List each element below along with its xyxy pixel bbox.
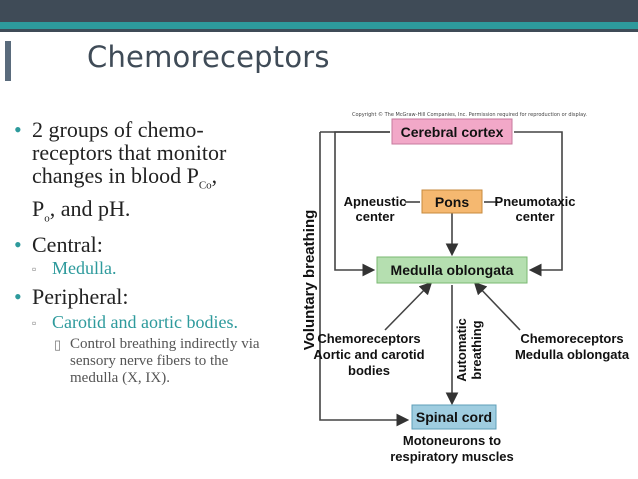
sub-bullet-marker-icon: ▫ xyxy=(32,261,37,276)
arrow-marker-icon: ▯ xyxy=(54,336,62,352)
header-accent-stripe xyxy=(0,22,638,29)
apneustic-label-line1: Apneustic xyxy=(344,194,407,209)
pneumotaxic-label-line1: Pneumotaxic xyxy=(495,194,576,209)
chemo-medulla-label-line1: Chemoreceptors xyxy=(520,331,623,346)
spinal-cord-label: Spinal cord xyxy=(416,409,492,425)
chemo-aortic-label-line3: bodies xyxy=(348,363,390,378)
motoneurons-label-line1: Motoneurons to xyxy=(403,433,501,448)
title-accent-bar xyxy=(5,41,11,81)
motoneurons-label-line2: respiratory muscles xyxy=(390,449,514,464)
bullet-central: • Central: xyxy=(14,231,103,257)
cerebral-cortex-box xyxy=(391,118,513,145)
sub-bullet-marker-icon: ▫ xyxy=(32,315,37,330)
breathing-label: breathing xyxy=(469,320,484,379)
connector-lines xyxy=(319,131,563,427)
bullet-dot-icon: • xyxy=(14,283,22,309)
chemo-medulla-label-line2: Medulla oblongata xyxy=(515,347,630,362)
cerebral-cortex-label: Cerebral cortex xyxy=(401,124,504,140)
sub-bullet-medulla: ▫ Medulla. xyxy=(32,257,117,278)
bullet-chemoreceptor-groups: • 2 groups of chemo- receptors that moni… xyxy=(14,117,227,225)
sub-sub-bullet-control: ▯ Control breathing indirectly via senso… xyxy=(54,335,260,386)
pneumotaxic-label-line2: center xyxy=(515,209,554,224)
slide-title: Chemoreceptors xyxy=(87,40,330,74)
chemo-aortic-label-line1: Chemoreceptors xyxy=(317,331,420,346)
sub-bullet-carotid: ▫ Carotid and aortic bodies. xyxy=(32,311,238,332)
bullet-peripheral: • Peripheral: xyxy=(14,283,129,309)
automatic-label: Automatic xyxy=(454,318,469,382)
apneustic-label-line2: center xyxy=(355,209,394,224)
medulla-oblongata-box xyxy=(376,256,528,284)
pons-box xyxy=(421,189,483,214)
bullet-list: • 2 groups of chemo- receptors that moni… xyxy=(14,118,286,387)
slide-header-bar xyxy=(0,0,638,32)
pons-label: Pons xyxy=(435,194,469,210)
medulla-oblongata-label: Medulla oblongata xyxy=(391,262,514,278)
voluntary-breathing-label: Voluntary breathing xyxy=(301,210,318,351)
chemo-aortic-label-line2: Aortic and carotid xyxy=(313,347,424,362)
spinal-cord-box xyxy=(411,404,497,430)
bullet-dot-icon: • xyxy=(14,117,22,142)
diagram-copyright: Copyright © The McGraw-Hill Companies, I… xyxy=(352,112,587,118)
bullet-dot-icon: • xyxy=(14,231,22,257)
